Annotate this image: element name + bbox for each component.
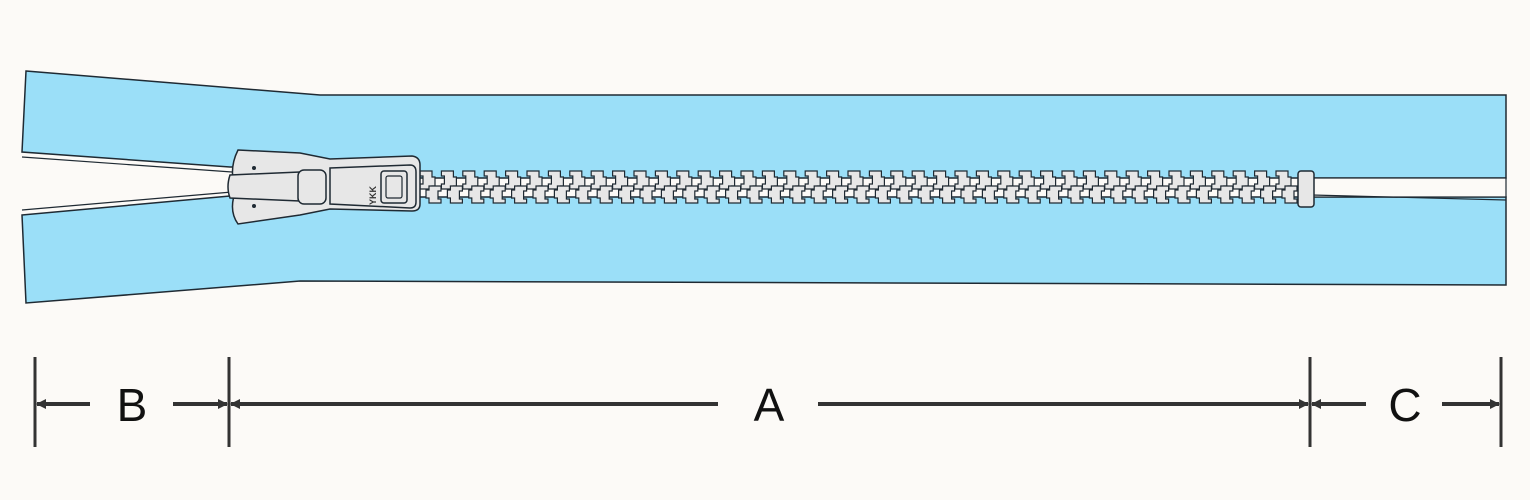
zipper-tooth: [532, 185, 549, 204]
zipper-tooth: [1153, 185, 1170, 204]
zipper-tooth: [917, 185, 934, 204]
zipper-tooth: [1024, 185, 1041, 204]
dimension-annotations: B A C: [33, 357, 1503, 447]
tape-edge-upper: [21, 156, 233, 173]
zipper-tape: [21, 70, 1507, 304]
dimension-label-a: A: [754, 379, 785, 431]
brand-logo-text: YKK: [368, 185, 378, 205]
tape-edge-lower: [21, 191, 233, 211]
dimension-label-c: C: [1388, 379, 1421, 431]
zipper-tooth: [1174, 185, 1191, 204]
zipper-tooth: [618, 185, 635, 204]
zipper-tooth: [682, 185, 699, 204]
slider-pull-tab[interactable]: [227, 171, 309, 202]
zipper-tooth: [981, 185, 998, 204]
zipper-tooth: [874, 185, 891, 204]
slider-window: [380, 170, 408, 204]
zipper-tooth: [425, 185, 442, 204]
zipper-tooth: [1088, 185, 1105, 204]
zipper-tooth: [853, 185, 870, 204]
zipper-tooth: [746, 185, 763, 204]
slider-window-inner: [385, 175, 403, 199]
zipper-tooth: [939, 185, 956, 204]
zipper-tooth: [789, 185, 806, 204]
zipper-tooth: [489, 185, 506, 204]
zipper-tooth: [511, 185, 528, 204]
zipper-tooth: [639, 185, 656, 204]
zipper-tooth: [896, 185, 913, 204]
zipper-teeth-icon: [419, 170, 1298, 204]
zipper-tooth: [1260, 185, 1277, 204]
zipper-tooth: [446, 185, 463, 204]
zipper-tooth: [553, 185, 570, 204]
zipper-tooth: [1046, 185, 1063, 204]
zipper-tooth: [1131, 185, 1148, 204]
tape-edge-right: [1311, 194, 1507, 201]
zipper-tooth: [1195, 185, 1212, 204]
tape-gap-right: [1310, 177, 1507, 198]
zipper-tooth: [596, 185, 613, 204]
zipper-tooth: [468, 185, 485, 204]
zipper-slider-icon[interactable]: YKK: [227, 149, 421, 225]
zipper-tooth: [725, 185, 742, 204]
zipper-tooth: [832, 185, 849, 204]
zipper-tooth: [660, 185, 677, 204]
zipper-tooth: [1217, 185, 1234, 204]
zipper-tooth: [767, 185, 784, 204]
dimension-label-b: B: [117, 379, 148, 431]
top-stop-icon: [1297, 170, 1315, 208]
zipper-tooth: [960, 185, 977, 204]
zipper-tooth: [1003, 185, 1020, 204]
zipper-tooth: [1067, 185, 1084, 204]
zipper-tooth: [575, 185, 592, 204]
zipper-tooth: [810, 185, 827, 204]
zipper-tooth: [1238, 185, 1255, 204]
zipper-tooth: [1110, 185, 1127, 204]
slider-rivet-bottom: [252, 204, 256, 208]
zipper-tooth: [703, 185, 720, 204]
slider-nose: [297, 169, 327, 205]
slider-rivet-top: [252, 166, 256, 170]
zipper-tooth: [1281, 185, 1298, 204]
